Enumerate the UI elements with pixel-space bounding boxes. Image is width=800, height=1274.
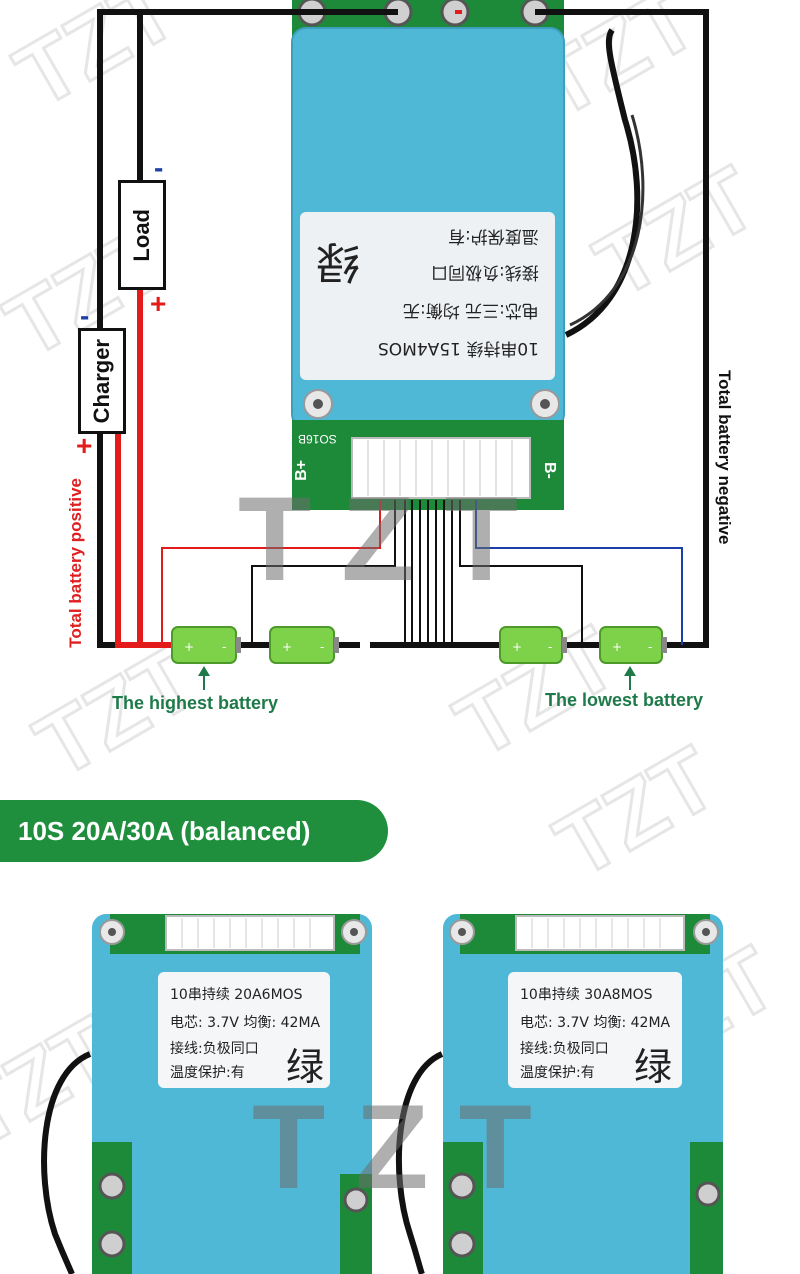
board-30a-sticker: 10串持续 30A8MOS 电芯: 3.7V 均衡: 42MA 接线:负极同口 … [508,972,682,1089]
sticker-30a-mark: 绿 [634,1045,673,1089]
load-minus-sign: - [154,152,164,183]
svg-text:-: - [222,640,226,654]
total-negative-label: Total battery negative [715,370,734,545]
svg-text:+: + [282,640,292,654]
sticker-20a-line4: 温度保护:有 [170,1065,245,1081]
sticker-20a-line2: 电芯: 3.7V 均衡: 42MA [170,1015,321,1031]
lowest-battery-label: The lowest battery [545,690,704,710]
battery-cell-2: + - [269,626,339,664]
load-label: Load [129,208,154,262]
tzt-logo-top: TZT [238,472,548,606]
board-20a-sticker: 10串持续 20A6MOS 电芯: 3.7V 均衡: 42MA 接线:负极同口 … [158,972,330,1089]
sticker-20a-mark: 绿 [286,1045,325,1089]
sticker-30a-line2: 电芯: 3.7V 均衡: 42MA [520,1015,671,1031]
charger-label: Charger [89,338,114,424]
battery-cell-1: + - [171,626,241,664]
svg-text:-: - [548,640,552,654]
charger-box: Charger [78,328,126,434]
svg-text:-: - [320,640,324,654]
sticker-line4: 温度保护:有 [448,226,539,246]
sticker-line1: 10串持续 15A4MOS [378,338,539,358]
sticker-line3: 接线:负极同口 [431,262,539,282]
svg-text:+: + [512,640,522,654]
battery-cell-3: + - [499,626,567,664]
sticker-30a-line1: 10串持续 30A8MOS [520,987,653,1003]
svg-text:+: + [612,640,622,654]
charger-plus-sign: + [76,430,93,461]
thermistor-wire [564,28,641,338]
total-positive-label: Total battery positive [66,478,85,648]
sticker-20a-line1: 10串持续 20A6MOS [170,987,303,1003]
tzt-logo-bottom: TZT [252,1080,562,1214]
bminus-label: B- [541,462,558,479]
banner-text: 10S 20A/30A (balanced) [18,815,311,846]
sticker-20a-line3: 接线:负极同口 [170,1041,259,1057]
board-code-label: SO16B [298,432,337,446]
highest-battery-label: The highest battery [112,693,279,713]
load-plus-sign: + [150,288,167,319]
sticker-30a-line4: 温度保护:有 [520,1065,595,1081]
top-board-sticker: 绿 温度保护:有 接线:负极同口 电芯:三元 均衡:无 10串持续 15A4MO… [300,212,555,380]
load-box: Load [118,180,166,290]
sticker-line2: 电芯:三元 均衡:无 [403,300,539,320]
balance-connector [351,437,531,499]
svg-text:-: - [648,640,652,654]
charger-minus-sign: - [80,300,90,331]
product-banner: 10S 20A/30A (balanced) [0,800,388,862]
svg-text:+: + [184,640,194,654]
battery-cell-4: + - [599,626,667,664]
sticker-mark: 绿 [316,236,360,287]
sticker-30a-line3: 接线:负极同口 [520,1041,609,1057]
